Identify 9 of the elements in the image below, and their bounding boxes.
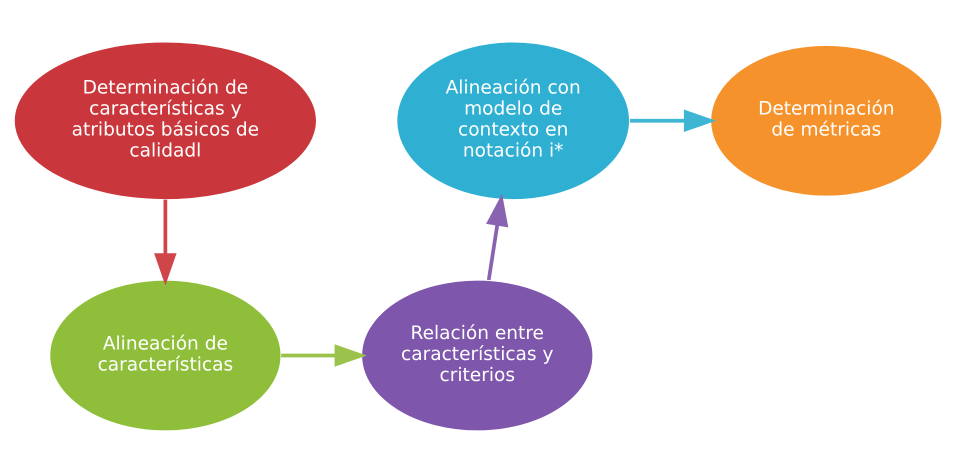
arrow xyxy=(630,109,716,132)
node-ellipse: Relación entre características y criterios xyxy=(360,279,594,432)
node-ellipse: Determinación de características y atributos básicos de calidadl xyxy=(13,41,317,200)
arrow xyxy=(154,200,176,286)
node-ellipse: Determinación de métricas xyxy=(709,44,942,197)
node-ellipse: Alineación de características xyxy=(48,279,282,432)
node-ellipse: Alineación con modelo de contexto en notación i* xyxy=(396,41,630,200)
arrow xyxy=(486,194,508,280)
arrow xyxy=(280,344,366,367)
